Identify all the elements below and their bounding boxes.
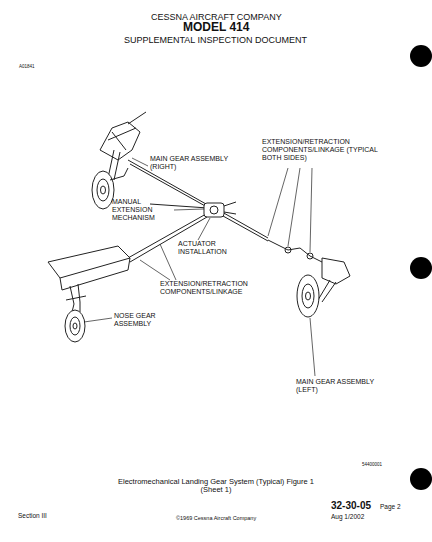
- revision-date: Aug 1/2002: [331, 513, 364, 520]
- right-main-gear: [92, 112, 146, 209]
- nose-gear: [48, 246, 130, 342]
- part-label: MANUAL EXTENSION MECHANISM: [112, 198, 176, 221]
- header-model: MODEL 414: [183, 21, 249, 34]
- left-main-gear: [297, 258, 350, 317]
- part-label: ACTUATOR INSTALLATION: [178, 240, 238, 256]
- header-document: SUPPLEMENTAL INSPECTION DOCUMENT: [124, 35, 307, 45]
- figure-caption: Electromechanical Landing Gear System (T…: [106, 478, 326, 495]
- art-number: 54400001: [362, 462, 382, 467]
- art-number: A01841: [19, 64, 35, 69]
- part-label: NOSE GEAR ASSEMBLY: [114, 312, 174, 328]
- actuator: [204, 202, 236, 217]
- part-label: EXTENSION/RETRACTION COMPONENTS/LINKAGE: [160, 280, 280, 296]
- leader-lines: [84, 158, 315, 376]
- copyright: ©1969 Cessna Aircraft Company: [176, 515, 256, 521]
- binder-holes: [410, 45, 432, 490]
- part-label: EXTENSION/RETRACTION COMPONENTS/LINKAGE …: [262, 138, 390, 161]
- linkage-rods: [128, 160, 330, 266]
- section-name: Section III: [18, 512, 47, 519]
- section-number: 32-30-05: [331, 500, 371, 511]
- page-number: Page 2: [380, 503, 401, 510]
- part-label: MAIN GEAR ASSEMBLY (LEFT): [296, 378, 376, 394]
- part-label: MAIN GEAR ASSEMBLY (RIGHT): [150, 155, 230, 171]
